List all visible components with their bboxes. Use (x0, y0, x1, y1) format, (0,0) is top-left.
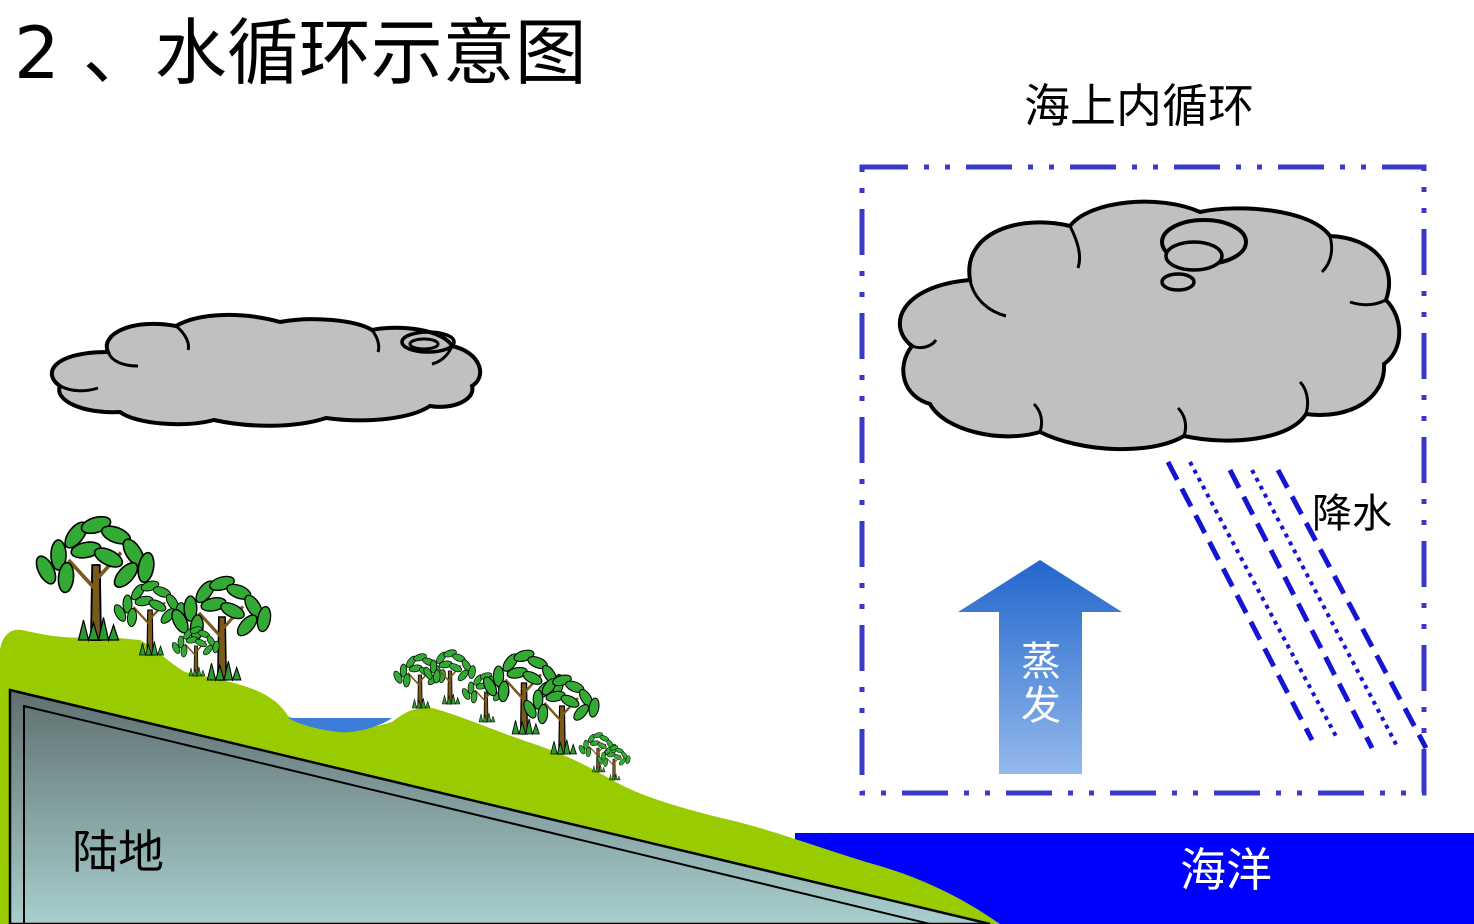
tree (35, 515, 155, 643)
rock-layer (8, 688, 991, 924)
tree-group-middle (393, 649, 631, 781)
tree (171, 575, 272, 683)
box-title: 海上内循环 (1024, 79, 1254, 133)
precipitation-lines (1165, 460, 1429, 750)
tree (171, 626, 220, 677)
cloud-right (897, 199, 1402, 452)
cloud-left (49, 312, 483, 428)
cloud-left-swirl (400, 330, 456, 354)
ocean-cycle-box (859, 164, 1427, 796)
cloud-wisp (323, 657, 359, 662)
page-title: 2 、水循环示意图 (14, 11, 587, 95)
precipitation-label: 降水 (1312, 491, 1392, 537)
tree-group-left (35, 515, 272, 683)
tree (423, 649, 476, 706)
ocean-label: 海洋 (1180, 843, 1272, 897)
rock-layer-inner-line (23, 704, 931, 924)
land-label: 陆地 (72, 825, 164, 879)
evaporation-arrow (958, 560, 1122, 774)
tree (597, 745, 631, 781)
evaporation-label: 蒸发 (1021, 639, 1061, 729)
lake (288, 718, 392, 733)
tree (523, 674, 600, 756)
